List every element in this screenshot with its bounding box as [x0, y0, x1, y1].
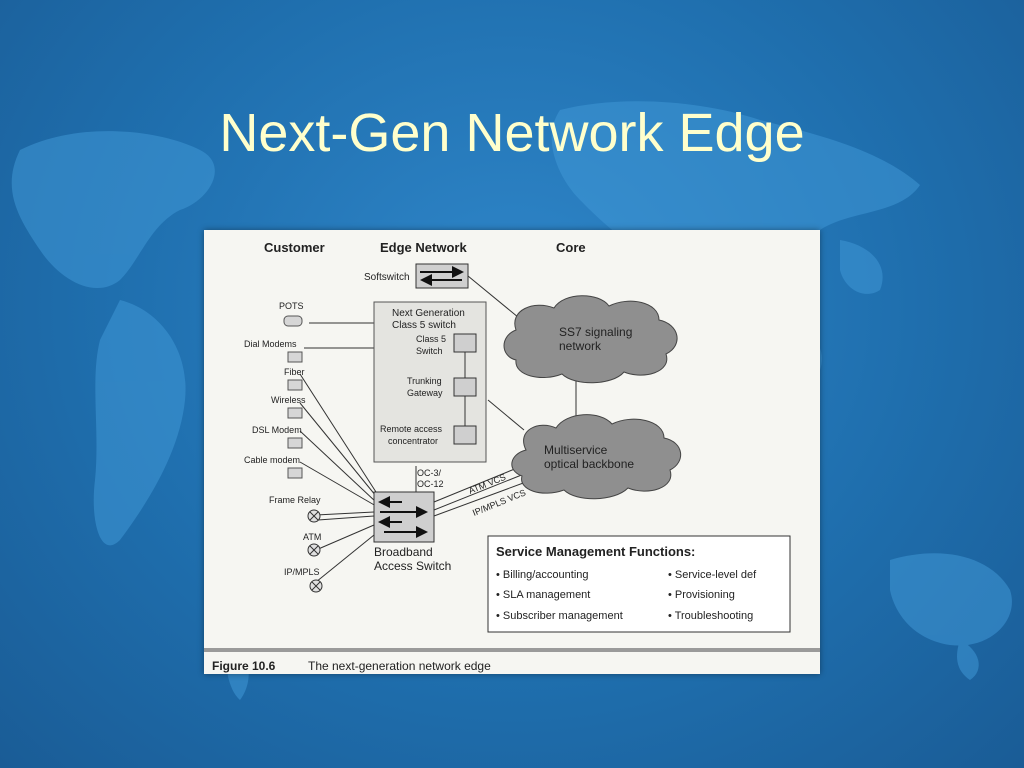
header-core: Core	[556, 240, 586, 255]
wireless-icon	[287, 407, 303, 419]
class5-switch-icon	[453, 333, 477, 353]
broadband-access-switch-icon	[373, 491, 435, 543]
ss7-line2: network	[559, 339, 602, 353]
figure-caption-text: The next-generation network edge	[308, 659, 491, 673]
multiservice-line2: optical backbone	[544, 457, 634, 471]
softswitch-icon	[415, 263, 469, 289]
trunking-line2: Gateway	[407, 388, 443, 398]
smf-left-2: • Subscriber management	[496, 610, 623, 622]
service-management-box: Service Management Functions: • Billing/…	[487, 535, 791, 633]
smf-left-1: • SLA management	[496, 589, 590, 601]
customer-wireless: Wireless	[271, 395, 306, 405]
smf-left-0: • Billing/accounting	[496, 569, 589, 581]
multiservice-line1: Multiservice	[544, 443, 608, 457]
smf-right-0: • Service-level def	[668, 569, 757, 581]
oc-line1: OC-3/	[417, 468, 442, 478]
frame-relay-router-icon	[307, 509, 321, 523]
smf-right-2: • Troubleshooting	[668, 610, 753, 622]
network-diagram-figure: Customer Edge Network Core	[204, 230, 820, 674]
customer-ipmpls: IP/MPLS	[284, 567, 320, 577]
class5-line2: Switch	[416, 346, 443, 356]
figure-caption-label: Figure 10.6	[212, 659, 276, 673]
ss7-line1: SS7 signaling	[559, 325, 632, 339]
fiber-icon	[287, 379, 303, 391]
customer-atm: ATM	[303, 532, 321, 542]
slide-title: Next-Gen Network Edge	[219, 103, 805, 163]
ngc5-line1: Next Generation	[392, 308, 465, 319]
customer-dsl-modem: DSL Modem	[252, 425, 302, 435]
ipmpls-router-icon	[309, 579, 323, 593]
dsl-modem-icon	[287, 437, 303, 449]
class5-line1: Class 5	[416, 334, 446, 344]
dial-modem-icon	[287, 351, 303, 363]
bas-line2: Access Switch	[374, 559, 451, 573]
customer-fiber: Fiber	[284, 367, 305, 377]
remote-access-concentrator-icon	[453, 425, 477, 445]
phone-icon	[283, 315, 303, 327]
bas-line1: Broadband	[374, 545, 433, 559]
customer-pots: POTS	[279, 301, 304, 311]
customer-frame-relay: Frame Relay	[269, 495, 321, 505]
smf-right-1: • Provisioning	[668, 589, 735, 601]
customer-dial-modems: Dial Modems	[244, 339, 297, 349]
ngc5-line2: Class 5 switch	[392, 320, 456, 331]
trunking-line1: Trunking	[407, 376, 442, 386]
multiservice-backbone-cloud: Multiservice optical backbone	[511, 414, 681, 500]
header-customer: Customer	[264, 240, 325, 255]
cable-modem-icon	[287, 467, 303, 479]
trunking-gateway-icon	[453, 377, 477, 397]
ss7-signaling-cloud: SS7 signaling network	[503, 295, 678, 384]
rac-line1: Remote access	[380, 424, 443, 434]
atm-router-icon	[307, 543, 321, 557]
caption-rule	[204, 648, 820, 652]
rac-line2: concentrator	[388, 436, 438, 446]
atm-vcs-label: ATM VCS	[467, 472, 507, 496]
softswitch-label: Softswitch	[364, 272, 410, 283]
header-edge-network: Edge Network	[380, 240, 467, 255]
customer-cable-modem: Cable modem	[244, 455, 300, 465]
oc-line2: OC-12	[417, 479, 444, 489]
smf-title: Service Management Functions:	[496, 544, 695, 559]
